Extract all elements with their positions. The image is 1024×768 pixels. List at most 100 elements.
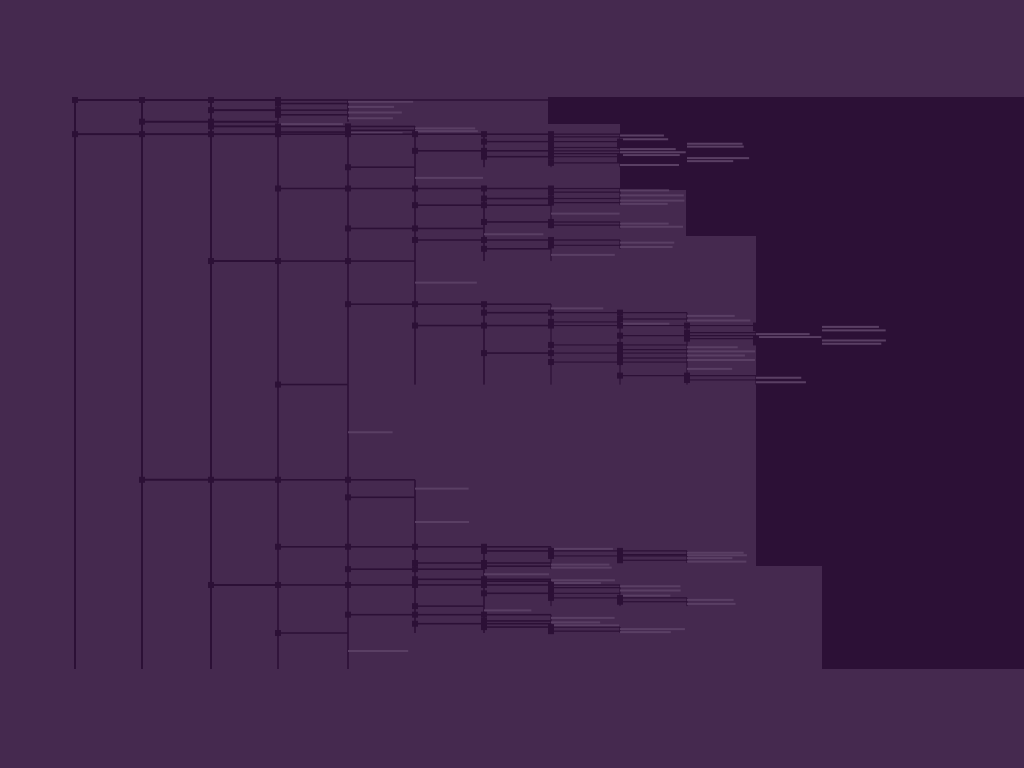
tree-node bbox=[275, 543, 281, 550]
tree-node bbox=[275, 381, 281, 388]
tree-node bbox=[139, 131, 145, 138]
tree-node bbox=[548, 159, 554, 166]
tree-node bbox=[481, 218, 487, 225]
tree-node bbox=[617, 598, 623, 605]
tree-node bbox=[548, 628, 554, 635]
tree-node bbox=[481, 131, 487, 138]
tree-node bbox=[412, 611, 418, 618]
tree-node bbox=[481, 153, 487, 160]
tree-node bbox=[548, 359, 554, 366]
tree-node bbox=[684, 376, 690, 383]
tree-node bbox=[481, 543, 487, 550]
tree-node bbox=[481, 350, 487, 357]
tree-node bbox=[617, 354, 623, 361]
tree-node bbox=[481, 185, 487, 192]
tree-node bbox=[481, 590, 487, 597]
tree-node bbox=[275, 258, 281, 265]
tree-node bbox=[481, 560, 487, 567]
tree-node bbox=[617, 557, 623, 564]
tree-node bbox=[412, 236, 418, 243]
tree-node bbox=[617, 359, 623, 366]
tree-node bbox=[548, 144, 554, 151]
tree-node bbox=[548, 189, 554, 196]
tree-node bbox=[548, 309, 554, 316]
tree-node bbox=[345, 611, 351, 618]
tree-node bbox=[481, 547, 487, 554]
tree-node bbox=[412, 581, 418, 588]
tree-node bbox=[684, 372, 690, 379]
tree-node bbox=[548, 242, 554, 249]
tree-node bbox=[684, 329, 690, 336]
tree-node bbox=[345, 127, 351, 134]
tree-node bbox=[139, 476, 145, 483]
tree-node bbox=[208, 581, 214, 588]
tree-node bbox=[481, 611, 487, 618]
tree-node bbox=[481, 195, 487, 202]
tree-node bbox=[548, 318, 554, 325]
tree-node bbox=[548, 590, 554, 597]
tree-node bbox=[617, 552, 623, 559]
tree-node bbox=[345, 164, 351, 171]
tree-node bbox=[481, 563, 487, 570]
tree-node bbox=[548, 218, 554, 225]
tree-node bbox=[548, 350, 554, 357]
tree-node bbox=[412, 202, 418, 209]
tree-node bbox=[617, 142, 623, 149]
tree-node bbox=[548, 547, 554, 554]
tree-node bbox=[275, 100, 281, 107]
tree-node bbox=[412, 225, 418, 232]
tree-node bbox=[481, 245, 487, 252]
tree-node bbox=[481, 581, 487, 588]
tree-node bbox=[275, 107, 281, 114]
tree-node bbox=[481, 578, 487, 585]
tree-node bbox=[275, 581, 281, 588]
tree-node bbox=[72, 131, 78, 138]
tree-node bbox=[412, 322, 418, 329]
tree-node bbox=[548, 322, 554, 329]
tree-node bbox=[481, 620, 487, 627]
tree-node bbox=[208, 131, 214, 138]
tree-node bbox=[345, 543, 351, 550]
tree-node bbox=[275, 123, 281, 130]
tree-node bbox=[617, 332, 623, 339]
tree-node bbox=[345, 581, 351, 588]
tree-node bbox=[617, 138, 623, 145]
tree-node bbox=[208, 258, 214, 265]
tree-node bbox=[481, 309, 487, 316]
tree-node bbox=[548, 153, 554, 160]
tree-node bbox=[208, 123, 214, 130]
tree-node bbox=[617, 547, 623, 554]
tree-node bbox=[684, 322, 690, 329]
tree-node bbox=[481, 138, 487, 145]
tree-node bbox=[548, 185, 554, 192]
tree-node bbox=[345, 258, 351, 265]
tree-node bbox=[617, 341, 623, 348]
tree-node bbox=[548, 236, 554, 243]
tree-node bbox=[412, 543, 418, 550]
tree-node bbox=[684, 335, 690, 342]
tree-node bbox=[548, 584, 554, 591]
tree-node bbox=[345, 131, 351, 138]
tree-node bbox=[548, 341, 554, 348]
tree-node bbox=[548, 195, 554, 202]
tree-node bbox=[208, 476, 214, 483]
tree-node bbox=[345, 494, 351, 501]
tree-node bbox=[617, 315, 623, 322]
tree-node bbox=[548, 624, 554, 631]
tree-node bbox=[548, 199, 554, 206]
tree-node bbox=[345, 225, 351, 232]
tree-node bbox=[481, 147, 487, 154]
tree-node bbox=[548, 594, 554, 601]
tree-node bbox=[345, 476, 351, 483]
tree-node bbox=[617, 322, 623, 329]
tree-node bbox=[412, 566, 418, 573]
tree-node bbox=[275, 131, 281, 138]
tree-node bbox=[481, 624, 487, 631]
tree-node bbox=[617, 594, 623, 601]
tree-node bbox=[617, 346, 623, 353]
tree-node bbox=[617, 156, 623, 163]
tree-node bbox=[345, 123, 351, 130]
tree-node bbox=[275, 630, 281, 637]
